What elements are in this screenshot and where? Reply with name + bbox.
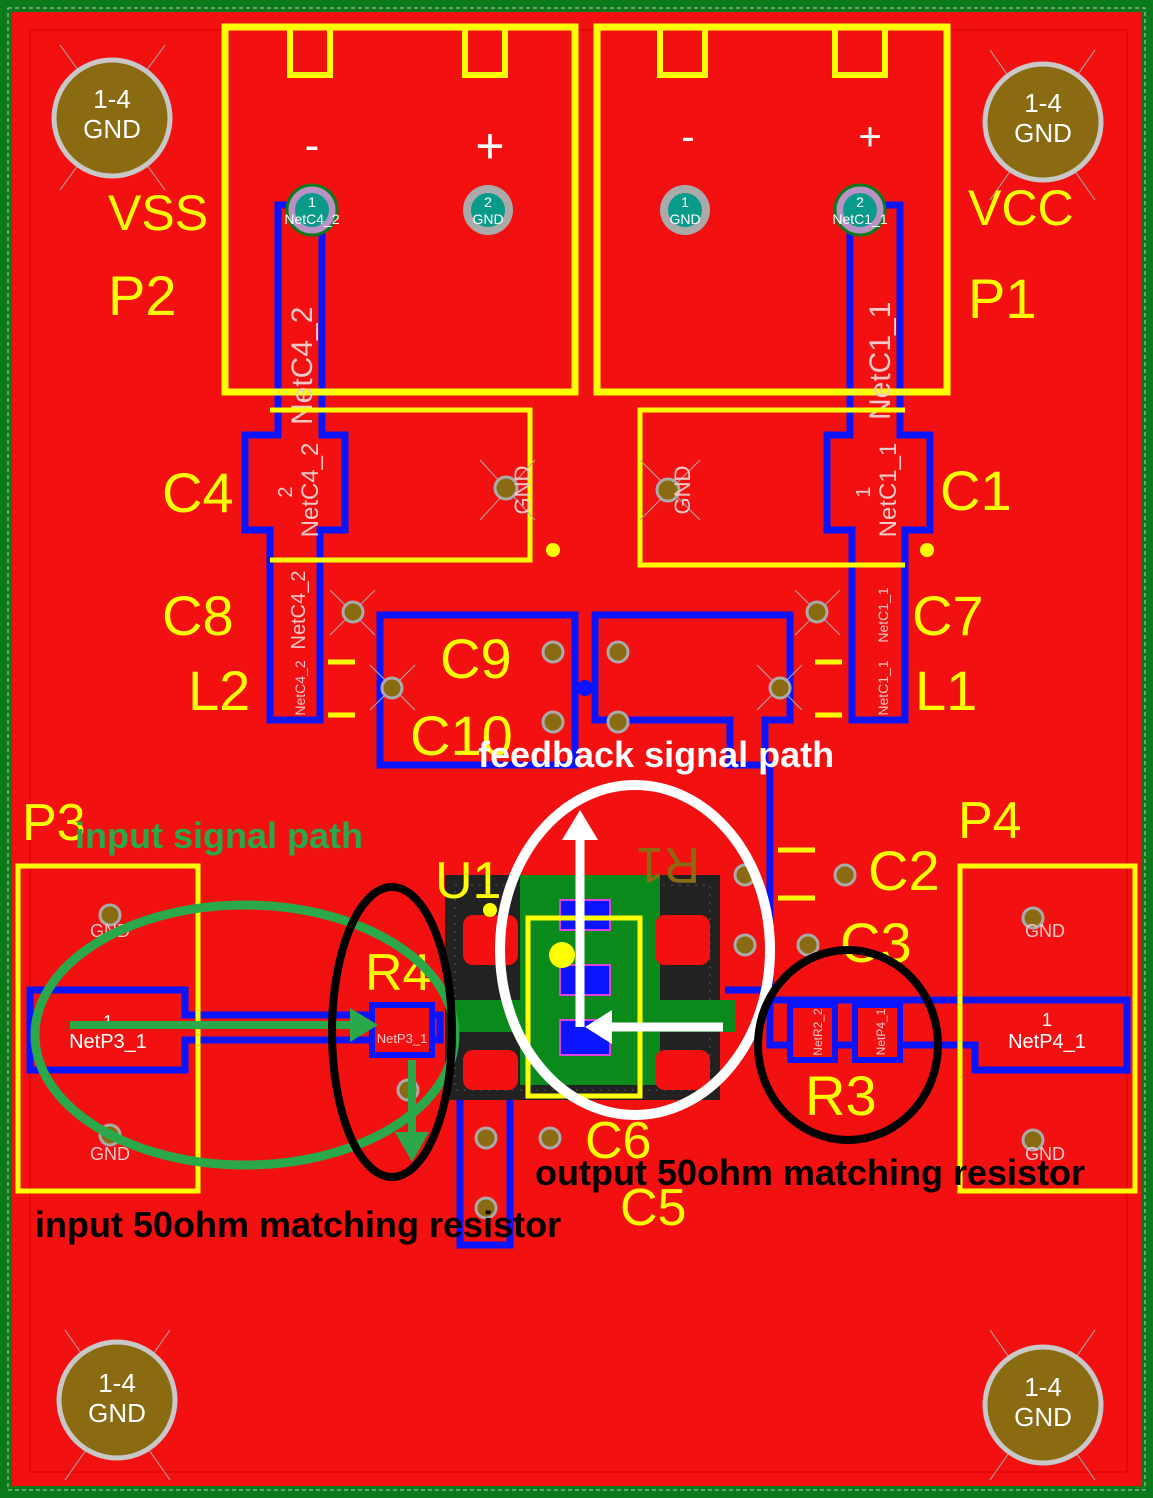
p1-pad1-num: 1 [681, 194, 689, 210]
c2-ref: C2 [868, 839, 940, 902]
c6-ref: C6 [585, 1112, 651, 1170]
capacitor-c2: C2 [733, 839, 940, 902]
u1-amplifier: U1 R1 [435, 837, 735, 1100]
l1-ref: L1 [915, 659, 977, 722]
inductor-l2: NetC4_2 L2 [188, 659, 416, 722]
r1-ref: R1 [636, 837, 700, 893]
p1-net-label: VCC [968, 180, 1074, 236]
capacitor-c1: GND 1 NetC1_1 C1 [637, 407, 1012, 568]
connector-p4: GND 1 NetP4_1 GND P4 [957, 792, 1138, 1194]
c9-ref: C9 [440, 627, 512, 690]
p4-top-pad: GND [1025, 921, 1065, 941]
capacitor-c5: C5 [474, 1179, 686, 1237]
capacitor-c7: NetC1_1 C7 [794, 584, 984, 647]
hole-label-2: GND [83, 114, 141, 144]
feedback-label: feedback signal path [478, 734, 834, 775]
hole-label-1: 1-4 [93, 84, 131, 114]
c5-ref: C5 [620, 1179, 686, 1237]
hole-label-1: 1-4 [1024, 88, 1062, 118]
output-resistor-label: output 50ohm matching resistor [535, 1152, 1085, 1193]
l2-ref: L2 [188, 659, 250, 722]
c1-ref: C1 [940, 459, 1012, 522]
p2-ref: P2 [108, 264, 177, 327]
power-traces [26, 201, 1131, 1249]
p1-pad1-net: GND [669, 211, 700, 227]
capacitor-c6: C6 [474, 1112, 651, 1170]
p4-mid-pad-net: NetP4_1 [1008, 1031, 1086, 1053]
hole-label-2: GND [1014, 1402, 1072, 1432]
p1-minus: - [681, 115, 694, 159]
c7-pad-net: NetC1_1 [875, 587, 891, 642]
p2-minus: - [305, 121, 320, 170]
c10-ref: C10 [410, 704, 513, 767]
p2-pad1-num: 1 [308, 194, 316, 210]
l2-pad-net: NetC4_2 [292, 660, 308, 715]
p4-mid-pad-num: 1 [1042, 1010, 1052, 1030]
resistor-r4: NetP3_1 R4 [365, 944, 435, 1102]
c4-pad-num: 2 [275, 486, 297, 497]
p3-ref: P3 [22, 794, 86, 852]
trace-net-label: NetC4_2 [286, 307, 319, 425]
p2-net-label: VSS [108, 185, 208, 241]
p1-pad2-net: NetC1_1 [832, 211, 887, 227]
p4-bot-pad: GND [1025, 1144, 1065, 1164]
p1-plus: + [858, 115, 881, 159]
capacitor-c4: 2 NetC4_2 GND C4 [162, 407, 560, 563]
p3-bot-pad: GND [90, 1144, 130, 1164]
mounting-hole-bottom-right: 1-4 GND [982, 1329, 1104, 1481]
board-outline-dashed [7, 7, 1146, 1491]
p2-plus: + [475, 118, 504, 174]
inductor-l1: NetC1_1 L1 [756, 659, 977, 722]
c4-ref: C4 [162, 461, 234, 524]
l1-pad-net: NetC1_1 [875, 660, 891, 715]
capacitor-c8: NetC4_2 C8 [162, 571, 376, 650]
u1-ref: U1 [435, 852, 501, 910]
c4-pad-net: NetC4_2 [297, 443, 324, 538]
c1-pad-net: NetC1_1 [875, 443, 902, 538]
p2-pad2-net: GND [472, 211, 503, 227]
trace-net-label: NetC1_1 [864, 302, 897, 420]
r4-ref: R4 [365, 944, 431, 1002]
p4-ref: P4 [958, 792, 1022, 850]
mounting-hole-top-right: 1-4 GND [982, 49, 1104, 201]
p2-pad2-num: 2 [484, 194, 492, 210]
c8-ref: C8 [162, 584, 234, 647]
r3-left-net: NetR2_2 [811, 1008, 825, 1056]
input-resistor-label: input 50ohm matching resistor [35, 1204, 561, 1245]
hole-label-1: 1-4 [1024, 1372, 1062, 1402]
p2-pad1-net: NetC4_2 [284, 211, 339, 227]
hole-label-1: 1-4 [98, 1368, 136, 1398]
c1-pad-num: 1 [853, 486, 875, 497]
r3-ref: R3 [805, 1064, 877, 1127]
connector-p2: - + 1 NetC4_2 2 GND VSS P2 [108, 23, 579, 396]
capacitor-c3: C3 [733, 911, 912, 974]
r3-right-net: NetP4_1 [874, 1008, 888, 1055]
p1-pad2-num: 2 [856, 194, 864, 210]
mounting-hole-bottom-left: 1-4 GND [56, 1329, 178, 1481]
r4-highlight-ellipse [328, 883, 456, 1181]
c7-ref: C7 [912, 584, 984, 647]
connector-p1: - + 1 GND 2 NetC1_1 VCC P1 [593, 23, 1074, 396]
feedback-path-annotation: feedback signal path [478, 734, 834, 1120]
c1-gnd-label: GND [670, 466, 695, 515]
mounting-hole-top-left: 1-4 GND [51, 44, 173, 191]
p3-mid-pad-net: NetP3_1 [69, 1031, 147, 1053]
r3-highlight-ellipse [754, 946, 942, 1144]
r4-pad-net: NetP3_1 [377, 1031, 428, 1046]
c8-pad-net: NetC4_2 [288, 571, 310, 650]
capacitor-c9-c10: C9 C10 [410, 627, 630, 767]
hole-label-2: GND [88, 1398, 146, 1428]
hole-label-2: GND [1014, 118, 1072, 148]
c4-gnd-label: GND [510, 466, 535, 515]
p1-ref: P1 [968, 267, 1037, 330]
input-label: input signal path [75, 815, 363, 856]
resistor-r3: NetR2_2 NetP4_1 R3 [787, 1002, 903, 1127]
